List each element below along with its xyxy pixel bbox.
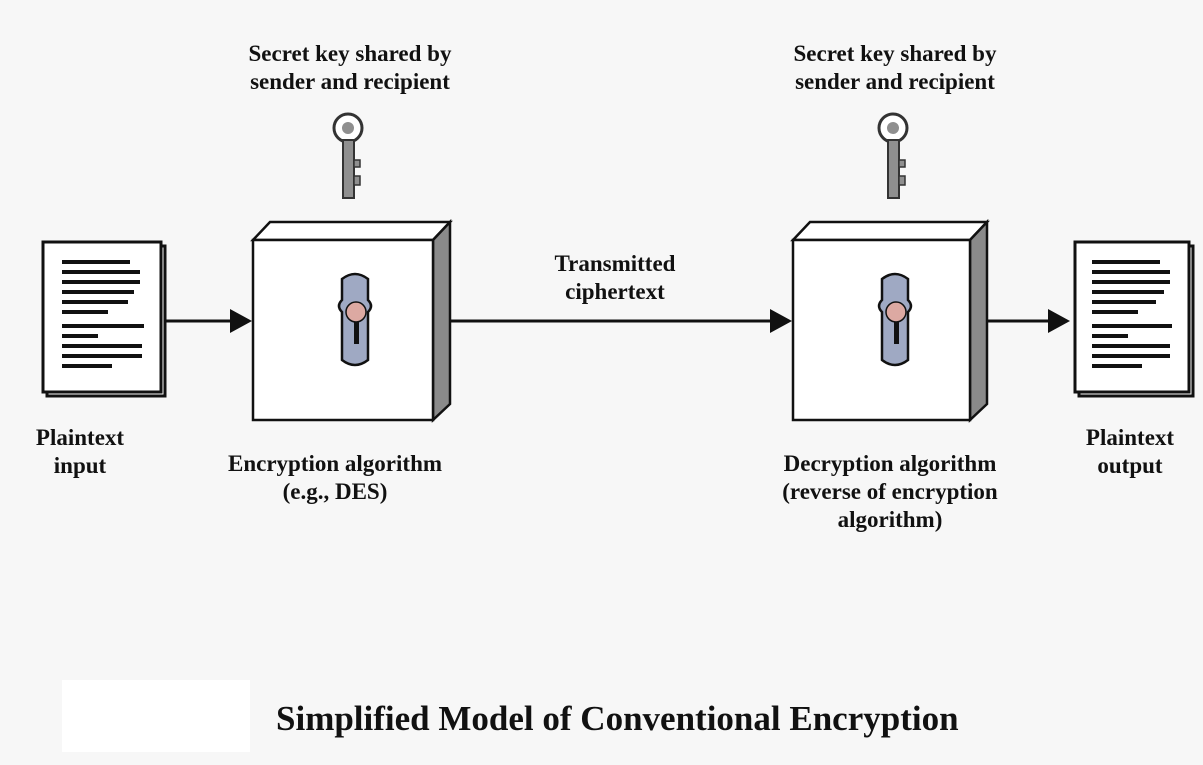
- key-icon-right: [877, 112, 909, 199]
- plaintext-output-document-icon: [1073, 240, 1195, 398]
- arrow-to-plaintext-output: [988, 309, 1070, 333]
- key-icon-left: [332, 112, 364, 199]
- title-placeholder-box: [62, 680, 250, 752]
- diagram-title: Simplified Model of Conventional Encrypt…: [276, 699, 959, 738]
- arrow-transmitted-ciphertext: [451, 309, 792, 333]
- keyhole-icon-left: [337, 272, 373, 367]
- arrow-to-encryption: [166, 309, 252, 333]
- key-label-left: Secret key shared by sender and recipien…: [248, 41, 452, 94]
- key-label-right: Secret key shared by sender and recipien…: [793, 41, 997, 94]
- decryption-algorithm-box: [790, 218, 990, 423]
- transmitted-ciphertext-label: Transmitted ciphertext: [554, 251, 676, 304]
- decryption-algorithm-label: Decryption algorithm (reverse of encrypt…: [782, 451, 998, 532]
- keyhole-icon-right: [877, 272, 913, 367]
- encryption-algorithm-label: Encryption algorithm (e.g., DES): [227, 451, 443, 504]
- plaintext-input-label: Plaintext input: [35, 425, 125, 478]
- plaintext-output-label: Plaintext output: [1085, 425, 1175, 478]
- plaintext-input-document-icon: [41, 240, 167, 398]
